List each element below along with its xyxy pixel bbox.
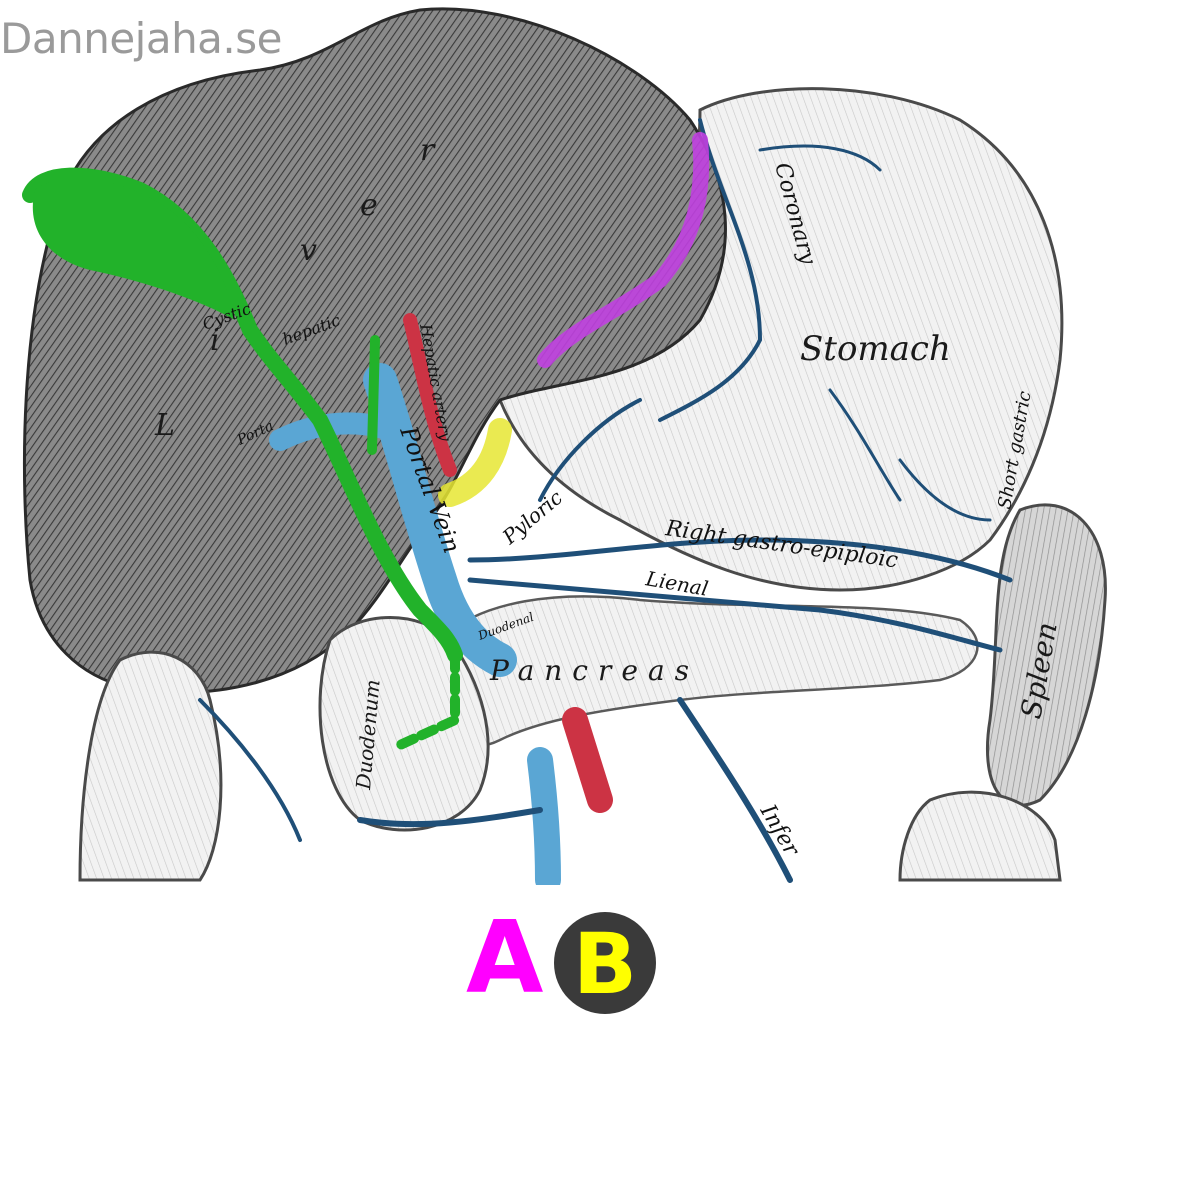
duodenum-shape bbox=[318, 616, 490, 832]
svg-text:i: i bbox=[210, 323, 220, 358]
hepatic-artery bbox=[403, 313, 457, 477]
anatomy-diagram: r e v i L Stomach Pancreas Spleen Duoden… bbox=[22, 7, 1107, 885]
intestine-shape bbox=[78, 650, 223, 882]
spleen-shape bbox=[985, 503, 1107, 807]
aorta bbox=[562, 707, 613, 813]
bile-duct-highlight bbox=[22, 167, 463, 750]
lower-intestine-shape bbox=[898, 790, 1062, 882]
highlight-b-path bbox=[438, 418, 512, 507]
vein-network bbox=[198, 118, 1013, 885]
svg-text:e: e bbox=[360, 188, 378, 223]
answer-options: A B bbox=[0, 908, 1200, 1018]
pancreas-label: Pancreas bbox=[489, 654, 699, 687]
liver-label: r e v i L bbox=[154, 133, 436, 443]
stomach-label: Stomach bbox=[800, 329, 951, 369]
svg-text:v: v bbox=[300, 233, 317, 268]
answer-b[interactable]: B bbox=[572, 915, 638, 1013]
answer-a[interactable]: A bbox=[466, 899, 544, 1016]
highlight-a-path bbox=[537, 132, 710, 368]
answer-b-marker[interactable]: B bbox=[554, 912, 656, 1014]
pyloric-label: Pyloric bbox=[497, 485, 567, 549]
svg-text:L: L bbox=[154, 408, 175, 443]
svg-text:r: r bbox=[420, 133, 436, 168]
watermark: Dannejaha.se bbox=[0, 14, 283, 63]
